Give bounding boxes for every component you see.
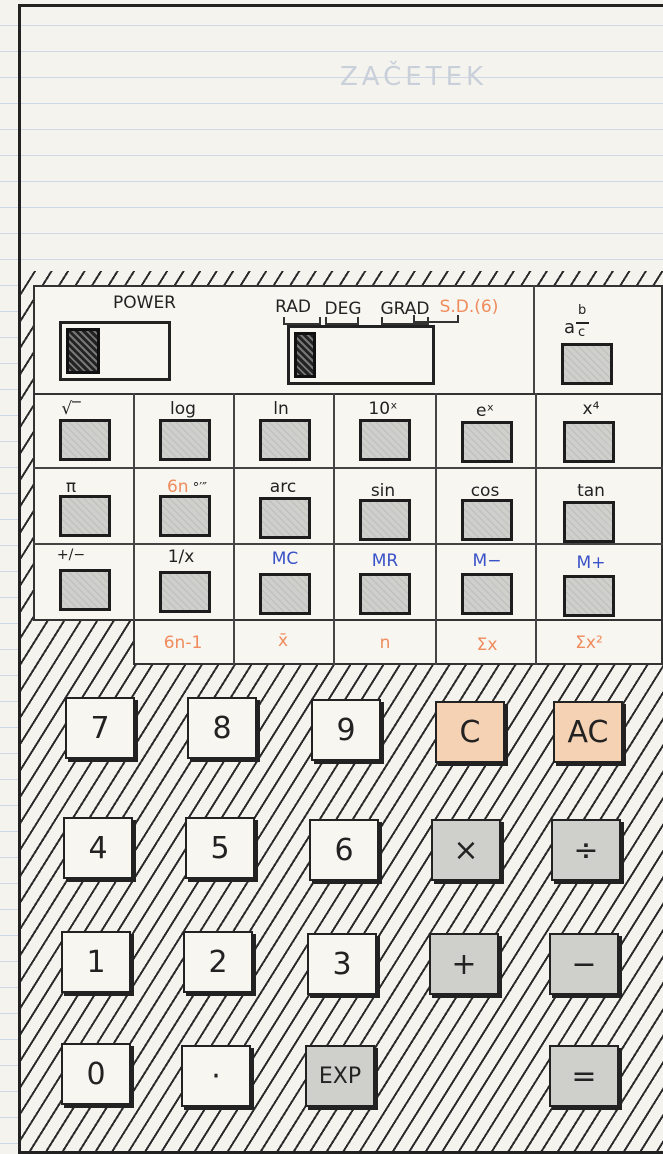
mode-deg-label: DEG <box>324 299 361 319</box>
fraction-b: b <box>578 303 586 318</box>
power-switch[interactable] <box>59 321 171 381</box>
key-divide[interactable]: ÷ <box>551 819 621 881</box>
label-sin: sin <box>371 481 395 501</box>
label-pi: π <box>66 477 76 497</box>
tan-key[interactable] <box>563 501 615 543</box>
key-7[interactable]: 7 <box>65 697 135 759</box>
label-dms: °′″ <box>189 481 207 496</box>
mr-key[interactable] <box>359 573 411 615</box>
label-mr: MR <box>372 551 398 571</box>
power-switch-knob <box>66 328 100 374</box>
key-exp[interactable]: EXP <box>305 1045 375 1107</box>
grid-line <box>233 393 235 665</box>
m-plus-key[interactable] <box>563 575 615 617</box>
label-mc: MC <box>272 549 299 569</box>
label-10x: 10ˣ <box>368 399 397 419</box>
pi-key[interactable] <box>59 495 111 537</box>
calculator: POWER RAD DEG GRAD S.D.(6) a b c √‾ log … <box>18 4 663 1154</box>
sqrt-key[interactable] <box>59 419 111 461</box>
label-sigma-n: 6n <box>167 477 189 497</box>
mode-switch-knob <box>294 332 316 378</box>
label-m-minus: M− <box>473 551 502 571</box>
label-m-plus: M+ <box>577 553 606 573</box>
grid-line <box>133 393 135 621</box>
mode-rad-label: RAD <box>275 297 311 317</box>
key-5[interactable]: 5 <box>185 817 255 879</box>
fraction-key[interactable] <box>561 343 613 385</box>
key-ac[interactable]: AC <box>553 701 623 763</box>
label-ex: eˣ <box>476 401 494 421</box>
stat-label-xbar: x̄ <box>278 631 288 651</box>
plus-minus-key[interactable] <box>59 569 111 611</box>
grid-line <box>33 543 663 545</box>
fraction-c: c <box>578 325 585 340</box>
mode-brace-4 <box>413 315 459 323</box>
label-reciprocal: 1/x <box>168 547 195 567</box>
stat-label-sn1: 6n-1 <box>164 633 203 653</box>
m-minus-key[interactable] <box>461 573 513 615</box>
label-x4: x⁴ <box>583 399 600 419</box>
log-key[interactable] <box>159 419 211 461</box>
grid-line <box>33 467 663 469</box>
panel-divider <box>533 285 535 395</box>
stat-label-sum-x: Σx <box>477 635 498 655</box>
stat-label-n: n <box>380 633 391 653</box>
key-multiply[interactable]: × <box>431 819 501 881</box>
key-9[interactable]: 9 <box>311 699 381 761</box>
grid-line <box>333 393 335 665</box>
cos-key[interactable] <box>461 499 513 541</box>
ex-key[interactable] <box>461 421 513 463</box>
mode-brace-2 <box>325 317 359 325</box>
key-2[interactable]: 2 <box>183 931 253 993</box>
mode-brace-1 <box>283 317 321 325</box>
key-plus[interactable]: + <box>429 933 499 995</box>
sin-key[interactable] <box>359 499 411 541</box>
label-deg-min-sec: 6n °′″ <box>167 477 207 497</box>
label-log: log <box>170 399 196 419</box>
10x-key[interactable] <box>359 419 411 461</box>
stat-label-sum-x2: Σx² <box>575 633 603 653</box>
label-tan: tan <box>577 481 605 501</box>
fraction-a: a <box>564 317 575 338</box>
key-8[interactable]: 8 <box>187 697 257 759</box>
calculator-display <box>21 7 663 274</box>
key-1[interactable]: 1 <box>61 931 131 993</box>
key-minus[interactable]: − <box>549 933 619 995</box>
key-3[interactable]: 3 <box>307 933 377 995</box>
key-decimal[interactable]: · <box>181 1045 251 1107</box>
reciprocal-key[interactable] <box>159 571 211 613</box>
power-label: POWER <box>113 293 176 313</box>
label-plus-minus: +/− <box>57 547 85 563</box>
grid-line <box>535 393 537 665</box>
label-cos: cos <box>471 481 500 501</box>
label-sqrt: √‾ <box>61 399 80 419</box>
key-6[interactable]: 6 <box>309 819 379 881</box>
ln-key[interactable] <box>259 419 311 461</box>
grid-line <box>435 393 437 665</box>
label-ln: ln <box>273 399 289 419</box>
key-0[interactable]: 0 <box>61 1043 131 1105</box>
key-4[interactable]: 4 <box>63 817 133 879</box>
mc-key[interactable] <box>259 573 311 615</box>
key-equals[interactable]: = <box>549 1045 619 1107</box>
label-arc: arc <box>270 477 296 497</box>
dms-key[interactable] <box>159 495 211 537</box>
key-c[interactable]: C <box>435 701 505 763</box>
x4-key[interactable] <box>563 421 615 463</box>
mode-sd-label: S.D.(6) <box>440 297 499 317</box>
mode-switch[interactable] <box>287 325 435 385</box>
arc-key[interactable] <box>259 497 311 539</box>
fraction-label: a b c <box>564 303 604 343</box>
